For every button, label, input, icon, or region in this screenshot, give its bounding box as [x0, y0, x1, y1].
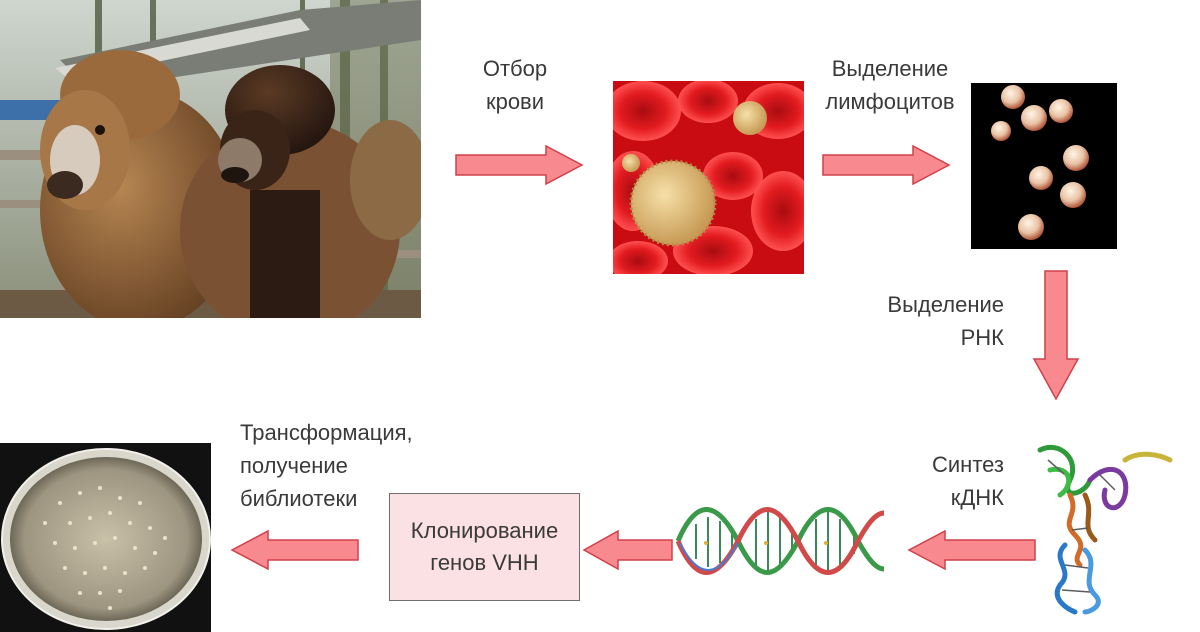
arrow-right-1: [455, 144, 584, 186]
arrow-down: [1032, 270, 1080, 401]
label-cdna-synthesis: Синтез кДНК: [880, 448, 1004, 514]
label-rna-isolation: Выделение РНК: [850, 288, 1004, 354]
label-transformation-line2: получение: [240, 453, 348, 478]
camels-photo: [0, 0, 421, 318]
label-cdna-synthesis-line1: Синтез: [932, 452, 1004, 477]
lymphocytes-image: [971, 83, 1117, 249]
label-lymphocyte-isolation: Выделение лимфоцитов: [805, 52, 975, 118]
arrow-right-2: [822, 144, 951, 186]
label-blood-sampling-line1: Отбор: [482, 56, 548, 81]
label-transformation-line1: Трансформация,: [240, 420, 413, 445]
cloning-box: Клонирование генов VHH: [389, 493, 580, 601]
arrow-left-2: [582, 529, 673, 571]
blood-cells-image: [613, 81, 804, 274]
dna-helix-image: [676, 507, 885, 575]
cloning-box-line2: генов VHH: [430, 550, 539, 575]
label-blood-sampling: Отбор крови: [455, 52, 575, 118]
label-lymphocyte-isolation-line1: Выделение: [831, 56, 949, 81]
label-transformation-line3: библиотеки: [240, 486, 358, 511]
trna-structure-image: [1037, 444, 1173, 615]
arrow-left-1: [907, 529, 1036, 571]
cloning-box-line1: Клонирование: [410, 518, 559, 543]
label-cdna-synthesis-line2: кДНК: [950, 485, 1004, 510]
label-rna-isolation-line2: РНК: [960, 325, 1004, 350]
label-rna-isolation-line1: Выделение: [887, 292, 1004, 317]
arrow-left-3: [230, 529, 359, 571]
label-transformation: Трансформация, получение библиотеки: [240, 416, 460, 515]
petri-dish-image: [0, 443, 211, 632]
label-lymphocyte-isolation-line2: лимфоцитов: [825, 89, 955, 114]
label-blood-sampling-line2: крови: [485, 89, 545, 114]
